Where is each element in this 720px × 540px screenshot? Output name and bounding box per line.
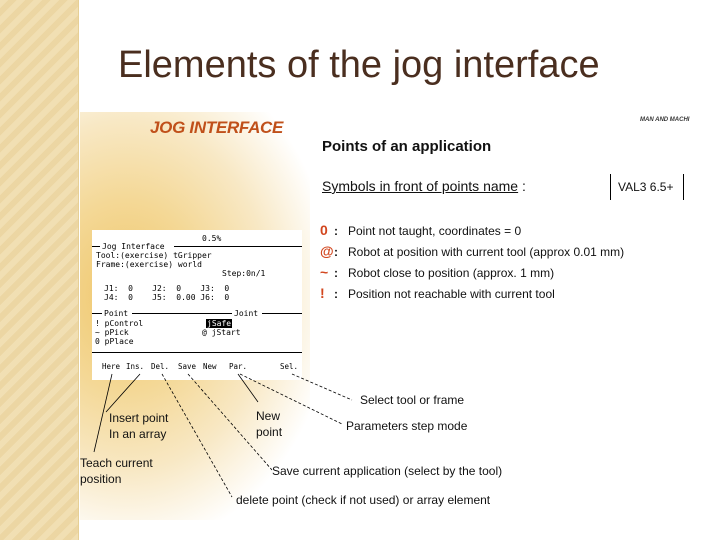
screen-rule xyxy=(92,246,100,247)
points-title: Points of an application xyxy=(322,138,492,155)
legend-symbol: ~ xyxy=(320,264,329,280)
screen-step: Step:0n/1 xyxy=(222,269,266,278)
softkey-insert: Ins. xyxy=(126,362,145,371)
legend-symbol: @ xyxy=(320,243,334,259)
callout-insert-line2: In an array xyxy=(109,427,167,441)
screen-rule xyxy=(92,352,302,353)
version-box: VAL3 6.5+ xyxy=(610,174,683,200)
callout-teach-line1: Teach current xyxy=(80,456,153,470)
screen-rule xyxy=(132,313,232,314)
leader-params xyxy=(239,373,343,425)
legend-text: Point not taught, coordinates = 0 xyxy=(348,224,522,238)
leader-select xyxy=(291,373,353,401)
legend-row: ~:Robot close to position (approx. 1 mm) xyxy=(320,264,555,280)
screen-title: Jog Interface xyxy=(102,242,165,251)
screen-point-header: Point xyxy=(104,309,129,318)
callout-delete: delete point (check if not used) or arra… xyxy=(236,493,491,507)
leader-save xyxy=(187,373,273,471)
leader-insert xyxy=(105,373,141,413)
leader-new xyxy=(237,373,259,403)
callout-insert-line1: Insert point xyxy=(109,411,169,425)
softkey-delete: Del. xyxy=(151,362,170,371)
legend-symbol: 0 xyxy=(320,222,328,238)
screen-joints-row: J1: 0 J2: 0 J3: 0 xyxy=(104,284,230,293)
jog-interface-figure: JOG INTERFACE MAN AND MACHI 0.5% Jog Int… xyxy=(80,112,696,520)
softkey-params: Par. xyxy=(229,362,248,371)
callout-insert-point: Insert point In an array xyxy=(109,410,168,442)
screen-tool-line: Tool:(exercise) tGripper xyxy=(96,251,212,260)
brand-text: MAN AND MACHI xyxy=(640,117,690,123)
screen-rule xyxy=(92,313,102,314)
symbols-colon: : xyxy=(518,178,526,194)
screen-joints-row: J4: 0 J5: 0.00 J6: 0 xyxy=(104,293,230,302)
screen-point-row: ! pControl xyxy=(95,319,144,328)
pendant-screen: 0.5% Jog Interface Tool:(exercise) tGrip… xyxy=(92,230,302,380)
screen-joint-header: Joint xyxy=(234,309,259,318)
leader-delete xyxy=(161,373,233,498)
symbol-legend: 0:Point not taught, coordinates = 0 @:Ro… xyxy=(320,222,624,306)
screen-joint-row-selected: jSafe xyxy=(206,319,233,328)
callout-new-point: New point xyxy=(256,408,282,440)
legend-text: Robot at position with current tool (app… xyxy=(348,245,625,259)
side-divider xyxy=(78,0,81,540)
legend-row: @:Robot at position with current tool (a… xyxy=(320,243,625,259)
screen-rule xyxy=(174,246,302,247)
screen-joint-row: @ jStart xyxy=(202,328,241,337)
callout-select-tool: Select tool or frame xyxy=(360,393,465,407)
softkey-save: Save xyxy=(178,362,197,371)
softkey-new: New xyxy=(203,362,217,371)
leader-teach xyxy=(93,373,113,453)
callout-leader-lines xyxy=(93,373,353,498)
callout-new-line2: point xyxy=(256,425,283,439)
callout-new-line1: New xyxy=(256,409,281,423)
callout-teach: Teach current position xyxy=(80,455,153,487)
legend-symbol: ! xyxy=(320,285,325,301)
callout-teach-line2: position xyxy=(80,472,122,486)
symbols-row: Symbols in front of points name : xyxy=(322,178,526,194)
slide-title: Elements of the jog interface xyxy=(118,44,600,86)
screen-frame-line: Frame:(exercise) world xyxy=(96,260,202,269)
decorative-side-panel xyxy=(0,0,78,540)
screen-point-row: 0 pPlace xyxy=(95,337,134,346)
softkey-select: Sel. xyxy=(280,362,299,371)
legend-row: !:Position not reachable with current to… xyxy=(320,285,555,301)
jog-interface-heading: JOG INTERFACE xyxy=(150,118,284,137)
legend-text: Robot close to position (approx. 1 mm) xyxy=(348,266,555,280)
screen-rule xyxy=(262,313,302,314)
callout-parameters: Parameters step mode xyxy=(346,419,468,433)
screen-percent: 0.5% xyxy=(202,234,222,243)
callout-save: Save current application (select by the … xyxy=(272,464,503,478)
symbols-label: Symbols in front of points name xyxy=(322,178,519,194)
legend-text: Position not reachable with current tool xyxy=(348,287,555,301)
legend-row: 0:Point not taught, coordinates = 0 xyxy=(320,222,522,238)
screen-point-row: ~ pPick xyxy=(95,328,129,337)
softkey-here: Here xyxy=(102,362,121,371)
